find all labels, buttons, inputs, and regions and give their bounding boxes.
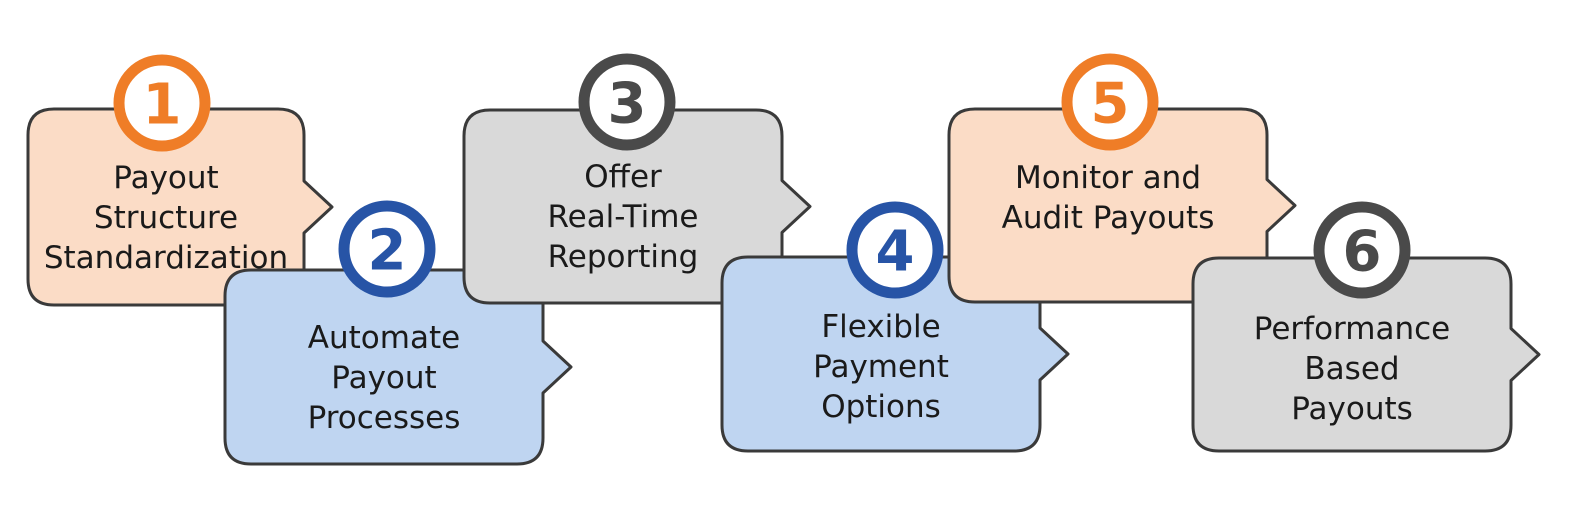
step-6-label-line: Payouts bbox=[1291, 391, 1413, 427]
step-2-label-line: Processes bbox=[308, 400, 461, 436]
step-2-number-badge bbox=[338, 200, 436, 298]
step-2-label-line: Automate bbox=[308, 320, 460, 356]
step-4-number-badge bbox=[846, 201, 944, 299]
step-4-label-line: Flexible bbox=[821, 309, 940, 345]
step-1-number-badge bbox=[113, 54, 211, 152]
step-2-label-line: Payout bbox=[331, 360, 436, 396]
step-4-label-line: Options bbox=[821, 389, 941, 425]
step-6-box bbox=[1191, 256, 1541, 453]
step-4-number: 4 bbox=[876, 220, 915, 285]
step-6-number: 6 bbox=[1343, 220, 1382, 285]
step-2-number: 2 bbox=[368, 219, 407, 284]
step-4-label-line: Payment bbox=[813, 349, 949, 385]
step-3-number-badge bbox=[578, 53, 676, 151]
step-6-number-badge bbox=[1313, 201, 1411, 299]
step-3-number: 3 bbox=[608, 72, 647, 137]
step-6-label-line: Based bbox=[1304, 351, 1399, 387]
step-3-label-line: Real-Time bbox=[547, 199, 698, 235]
step-1-label-line: Structure bbox=[94, 200, 238, 236]
step-5-label-line: Monitor and bbox=[1015, 160, 1201, 196]
step-5-label-line: Audit Payouts bbox=[1002, 200, 1215, 236]
step-3-label-line: Offer bbox=[584, 159, 662, 195]
step-6-label-line: Performance bbox=[1254, 311, 1450, 347]
step-5-number: 5 bbox=[1091, 72, 1130, 137]
step-1-number: 1 bbox=[143, 73, 182, 138]
step-5-number-badge bbox=[1061, 53, 1159, 151]
step-1-label-line: Payout bbox=[113, 160, 218, 196]
step-3-label-line: Reporting bbox=[548, 239, 699, 275]
